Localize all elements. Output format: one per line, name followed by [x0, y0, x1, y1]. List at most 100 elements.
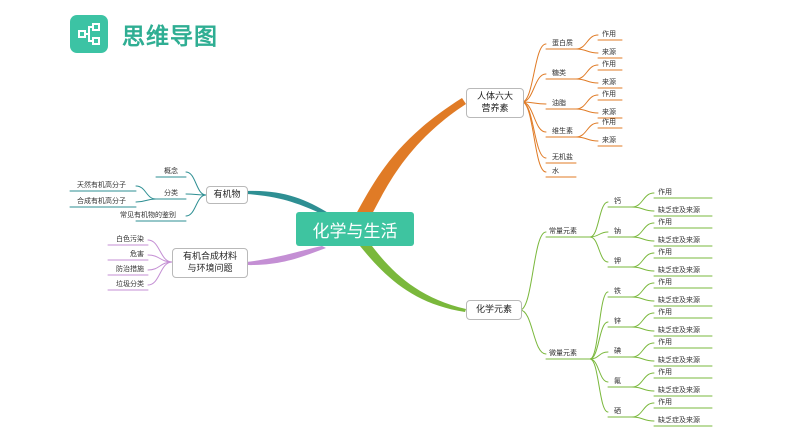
- element-1-1-sub-0[interactable]: 作用: [658, 307, 672, 316]
- element-0-1-sub-0[interactable]: 作用: [658, 217, 672, 226]
- element-1-4[interactable]: 硒: [614, 407, 621, 415]
- element-0-2-sub-0[interactable]: 作用: [658, 247, 672, 256]
- element-item-link-1-3: [589, 358, 609, 383]
- node-elements[interactable]: 化学元素: [466, 300, 522, 320]
- nutrient-2-sub-0[interactable]: 作用: [602, 89, 616, 98]
- organic-2[interactable]: 常见有机物的鉴别: [120, 210, 176, 219]
- element-0-2-sub-1[interactable]: 缺乏症及来源: [658, 265, 700, 274]
- element-sub-link-1-1-0: [631, 312, 655, 328]
- element-sub-link-0-2-0: [631, 252, 655, 268]
- nutrient-sub-link-0-0: [575, 34, 599, 50]
- nutrient-4[interactable]: 无机盐: [552, 152, 573, 161]
- nutrient-link-3: [521, 101, 547, 133]
- element-item-link-1-0: [589, 291, 609, 360]
- organic-classify-0[interactable]: 天然有机高分子: [77, 180, 126, 189]
- element-0-0-sub-1[interactable]: 缺乏症及来源: [658, 205, 700, 214]
- organic-0[interactable]: 概念: [164, 166, 178, 175]
- element-1-1[interactable]: 锌: [614, 316, 621, 325]
- element-1-1-sub-1[interactable]: 缺乏症及来源: [658, 325, 700, 334]
- nutrient-5[interactable]: 水: [552, 166, 559, 175]
- element-item-link-0-2: [589, 236, 609, 263]
- branch-nutrients: [356, 98, 466, 214]
- synthetic-link-3: [147, 261, 173, 286]
- node-nutrients[interactable]: 人体六大营养素: [466, 88, 524, 118]
- element-sub-link-0-1-0: [631, 222, 655, 238]
- organic-classify-1[interactable]: 合成有机高分子: [77, 196, 126, 205]
- node-synthetic[interactable]: 有机合成材料与环境问题: [172, 248, 248, 278]
- nutrient-3[interactable]: 维生素: [552, 126, 573, 135]
- mindmap-icon: [70, 15, 108, 53]
- element-sub-link-1-0-1: [631, 296, 655, 302]
- nutrient-3-sub-1[interactable]: 来源: [602, 135, 616, 144]
- branch-organic: [246, 190, 330, 214]
- element-sub-link-0-2-1: [631, 266, 655, 272]
- element-sub-link-0-0-1: [631, 206, 655, 212]
- element-0-1[interactable]: 钠: [614, 226, 621, 235]
- element-1-0-sub-0[interactable]: 作用: [658, 277, 672, 286]
- element-sub-link-1-2-0: [631, 342, 655, 358]
- element-sub-link-1-1-1: [631, 326, 655, 332]
- element-sub-link-1-0-0: [631, 282, 655, 298]
- nutrient-1-sub-0[interactable]: 作用: [602, 59, 616, 68]
- nutrient-1[interactable]: 糖类: [552, 68, 566, 77]
- element-sub-link-1-4-1: [631, 416, 655, 422]
- organic-classify-link-1: [135, 198, 157, 203]
- nutrient-link-5: [521, 101, 547, 173]
- element-1-0-sub-1[interactable]: 缺乏症及来源: [658, 295, 700, 304]
- nutrient-1-sub-1[interactable]: 来源: [602, 77, 616, 86]
- synthetic-3[interactable]: 垃圾分类: [116, 279, 144, 288]
- element-item-link-1-2: [589, 351, 609, 360]
- element-0-2[interactable]: 钾: [614, 256, 621, 265]
- element-group-0[interactable]: 常量元素: [549, 226, 577, 235]
- synthetic-0[interactable]: 白色污染: [116, 234, 144, 243]
- synthetic-1[interactable]: 危害: [130, 249, 144, 258]
- element-1-0[interactable]: 铁: [614, 286, 621, 295]
- nutrient-2-sub-1[interactable]: 来源: [602, 107, 616, 116]
- nutrient-3-sub-0[interactable]: 作用: [602, 117, 616, 126]
- central-topic[interactable]: 化学与生活: [296, 212, 414, 246]
- element-1-2[interactable]: 碘: [614, 346, 621, 355]
- nutrient-link-1: [521, 73, 547, 103]
- element-1-3-sub-0[interactable]: 作用: [658, 367, 672, 376]
- element-item-link-1-4: [589, 358, 609, 413]
- nutrient-link-0: [521, 43, 547, 103]
- element-0-0[interactable]: 钙: [614, 196, 621, 205]
- organic-classify-link-0: [135, 185, 157, 200]
- nutrient-2[interactable]: 油脂: [552, 98, 566, 107]
- nutrient-sub-link-2-0: [575, 94, 599, 110]
- header: 思维导图: [70, 14, 218, 54]
- synthetic-2[interactable]: 防治措施: [116, 264, 144, 273]
- element-1-2-sub-0[interactable]: 作用: [658, 337, 672, 346]
- element-item-link-1-1: [589, 321, 609, 360]
- nutrient-0-sub-0[interactable]: 作用: [602, 29, 616, 38]
- nutrient-sub-link-2-1: [575, 108, 599, 114]
- element-sub-link-1-4-0: [631, 402, 655, 418]
- nutrient-sub-link-1-1: [575, 78, 599, 84]
- branch-elements: [360, 246, 466, 312]
- element-1-4-sub-0[interactable]: 作用: [658, 397, 672, 406]
- element-0-1-sub-1[interactable]: 缺乏症及来源: [658, 235, 700, 244]
- element-1-4-sub-1[interactable]: 缺乏症及来源: [658, 415, 700, 424]
- node-organic[interactable]: 有机物: [206, 186, 248, 204]
- element-group-1[interactable]: 微量元素: [549, 348, 577, 357]
- element-1-3[interactable]: 氟: [614, 376, 621, 385]
- element-group-link-1: [519, 309, 547, 355]
- nutrient-sub-link-3-0: [575, 122, 599, 138]
- element-0-0-sub-0[interactable]: 作用: [658, 187, 672, 196]
- page-title: 思维导图: [122, 24, 218, 50]
- nutrient-sub-link-0-1: [575, 48, 599, 54]
- element-item-link-0-1: [589, 231, 609, 238]
- element-sub-link-1-3-0: [631, 372, 655, 388]
- element-item-link-0-0: [589, 201, 609, 238]
- nutrient-0-sub-1[interactable]: 来源: [602, 47, 616, 56]
- element-sub-link-0-1-1: [631, 236, 655, 242]
- element-1-2-sub-1[interactable]: 缺乏症及来源: [658, 355, 700, 364]
- element-1-3-sub-1[interactable]: 缺乏症及来源: [658, 385, 700, 394]
- nutrient-link-4: [521, 101, 547, 159]
- element-sub-link-1-2-1: [631, 356, 655, 362]
- nutrient-sub-link-3-1: [575, 136, 599, 142]
- element-sub-link-1-3-1: [631, 386, 655, 392]
- organic-1[interactable]: 分类: [164, 188, 178, 197]
- nutrient-0[interactable]: 蛋白质: [552, 38, 573, 47]
